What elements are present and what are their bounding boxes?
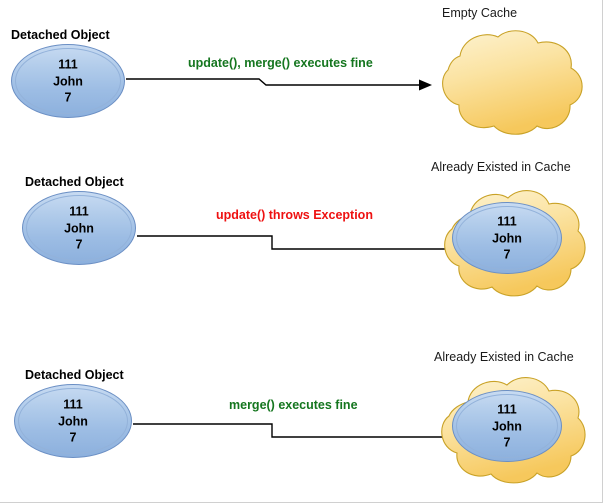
- entity-text-row-3: 111 John 7: [15, 396, 131, 446]
- target-label-row-2: Already Existed in Cache: [431, 160, 571, 174]
- connector-path-row-3: [133, 423, 446, 438]
- entity-version-row-2: 7: [75, 237, 83, 252]
- edge-label-row-3: merge() executes fine: [229, 398, 358, 412]
- diagram-row-2: Detached Object 111 John 7 update() thro…: [0, 160, 602, 330]
- entity-name-row-3: John: [58, 413, 88, 428]
- diagram-row-1: Detached Object 111 John 7 update(), mer…: [0, 0, 602, 160]
- cached-entity-version-row-3: 7: [503, 435, 511, 450]
- connector-row-1: [126, 78, 432, 91]
- entity-name-row-1: John: [53, 73, 83, 88]
- detached-object-ellipse-row-2: 111 John 7: [22, 191, 136, 265]
- cached-object-ellipse-row-2: 111 John 7: [452, 202, 562, 274]
- entity-id-row-2: 111: [69, 204, 89, 219]
- connector-arrowhead-row-1: [419, 79, 432, 91]
- cached-entity-name-row-3: John: [492, 418, 522, 433]
- entity-version-row-1: 7: [64, 90, 72, 105]
- diagram-row-3: Detached Object 111 John 7 merge() execu…: [0, 340, 602, 502]
- cached-entity-text-row-2: 111 John 7: [453, 213, 561, 263]
- edge-label-row-2: update() throws Exception: [216, 208, 373, 222]
- entity-id-row-1: 111: [58, 57, 78, 72]
- source-label-row-2: Detached Object: [25, 175, 124, 189]
- cached-entity-version-row-2: 7: [503, 247, 511, 262]
- cached-entity-id-row-3: 111: [497, 402, 517, 417]
- entity-text-row-1: 111 John 7: [12, 56, 124, 106]
- cache-cloud-row-1: [414, 26, 589, 138]
- entity-id-row-3: 111: [63, 397, 83, 412]
- source-label-row-3: Detached Object: [25, 368, 124, 382]
- entity-name-row-2: John: [64, 220, 94, 235]
- edge-label-row-1: update(), merge() executes fine: [188, 56, 373, 70]
- connector-path-row-1: [126, 78, 419, 86]
- target-label-row-1: Empty Cache: [442, 6, 518, 20]
- cached-entity-id-row-2: 111: [497, 214, 517, 229]
- entity-version-row-3: 7: [69, 430, 77, 445]
- entity-text-row-2: 111 John 7: [23, 203, 135, 253]
- cached-object-ellipse-row-3: 111 John 7: [452, 390, 562, 462]
- cached-entity-name-row-2: John: [492, 230, 522, 245]
- target-label-row-3: Already Existed in Cache: [434, 350, 574, 364]
- source-label-row-1: Detached Object: [11, 28, 110, 42]
- detached-object-ellipse-row-3: 111 John 7: [14, 384, 132, 458]
- connector-path-row-2: [137, 235, 449, 250]
- detached-object-ellipse-row-1: 111 John 7: [11, 44, 125, 118]
- cached-entity-text-row-3: 111 John 7: [453, 401, 561, 451]
